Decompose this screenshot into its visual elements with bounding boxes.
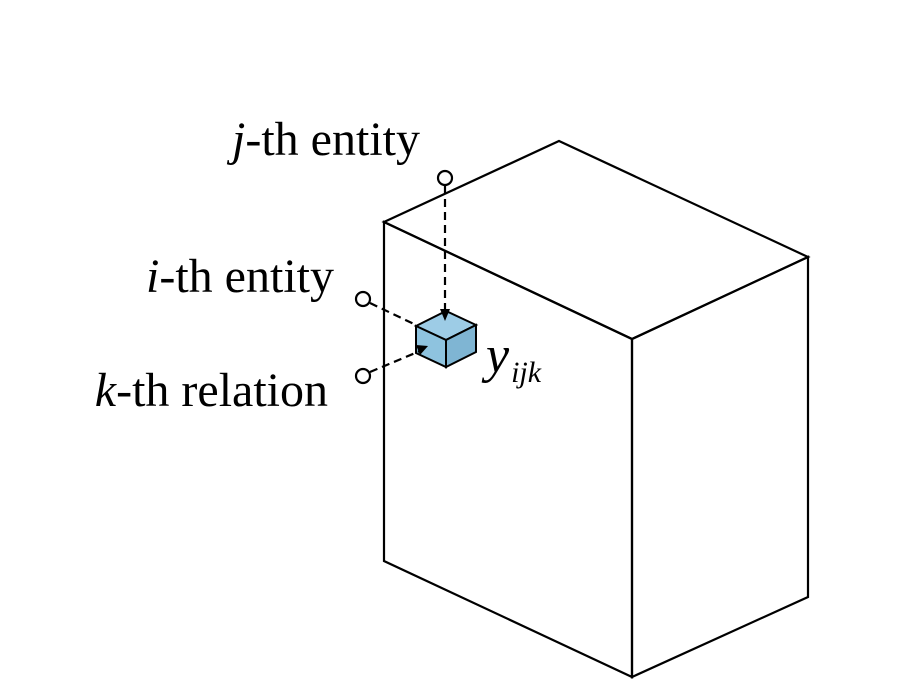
j-pointer-arrowhead bbox=[440, 309, 450, 321]
i-entity-label-var: i bbox=[146, 250, 159, 303]
element-cube-side-face bbox=[445, 323, 477, 369]
k-pointer-origin bbox=[354, 367, 372, 385]
tensor-cube bbox=[381, 139, 811, 679]
element-label-subscript: ijk bbox=[511, 356, 542, 389]
j-entity-label-text: -th entity bbox=[245, 113, 420, 166]
i-pointer bbox=[354, 290, 417, 326]
i-pointer-origin bbox=[354, 290, 372, 308]
element-label: yijk bbox=[481, 327, 542, 389]
k-pointer-arrowhead bbox=[416, 345, 428, 355]
i-entity-label-text: -th entity bbox=[159, 250, 334, 303]
k-pointer bbox=[354, 345, 428, 385]
k-relation-label-text: -th relation bbox=[116, 364, 328, 417]
tensor-cube-front-face bbox=[382, 220, 634, 679]
k-relation-label-var: k bbox=[95, 364, 118, 417]
tensor-cube-side-face bbox=[630, 255, 810, 679]
j-pointer bbox=[436, 169, 454, 321]
j-pointer-origin bbox=[436, 169, 454, 187]
index-pointers bbox=[354, 169, 454, 385]
k-relation-label: k-th relation bbox=[95, 364, 328, 417]
j-entity-label: j-th entity bbox=[226, 113, 420, 166]
element-cube bbox=[413, 309, 479, 369]
element-label-base: y bbox=[481, 327, 510, 384]
j-entity-label-var: j bbox=[226, 113, 245, 166]
i-entity-label: i-th entity bbox=[146, 250, 334, 303]
